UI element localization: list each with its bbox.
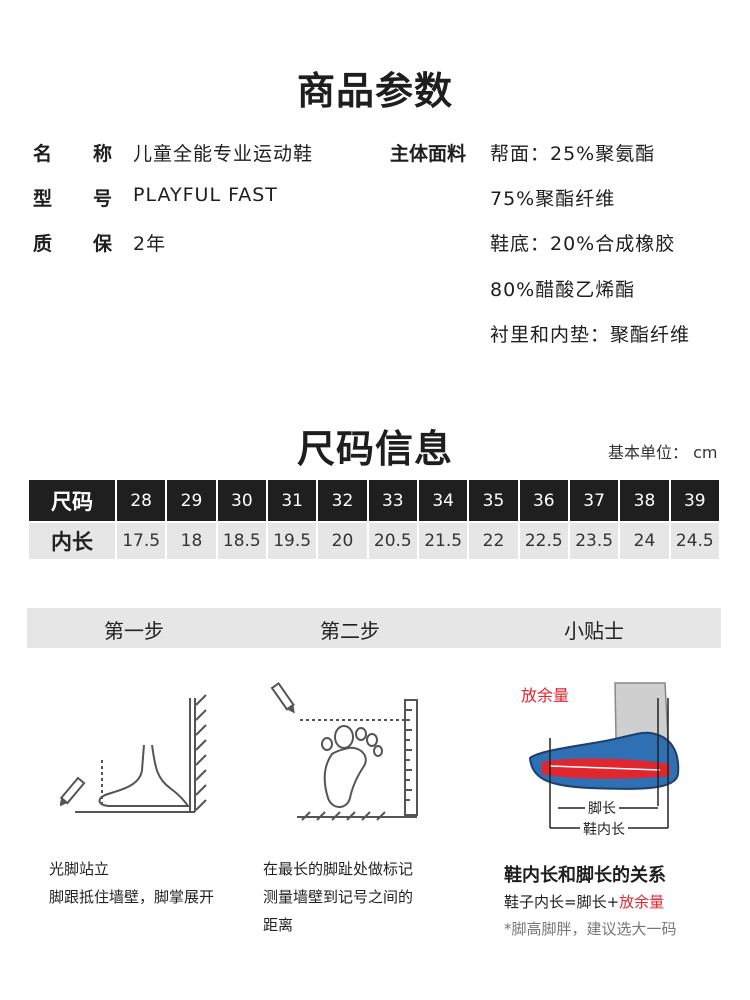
step2-text-2: 测量墙壁到记号之间的	[263, 888, 414, 906]
tip-formula-main: 鞋子内长=脚长+	[504, 893, 620, 911]
length-cell: 24.5	[668, 521, 722, 561]
pencil-icon	[270, 682, 295, 714]
size-cell: 34	[416, 478, 470, 523]
spec-key-a: 质	[33, 233, 53, 255]
spec-material-line: 鞋底：20%合成橡胶	[490, 233, 676, 255]
spec-key-a: 名	[33, 143, 53, 165]
length-cell: 21.5	[416, 521, 470, 561]
shoe-foot-illustration	[528, 682, 680, 829]
step1-text-2: 脚跟抵住墙壁，脚掌展开	[49, 888, 215, 906]
length-cell: 23.5	[567, 521, 621, 561]
footprint-ruler-illustration	[270, 682, 418, 821]
length-cell: 18.5	[215, 521, 268, 561]
size-table: 尺码 28 29 30 31 32 33 34 35 36 37 38 39 内…	[27, 478, 722, 561]
spec-material-key: 主体面料	[390, 143, 467, 165]
length-cell: 18	[165, 521, 218, 561]
step-tab-1: 第一步	[104, 619, 164, 643]
spec-key-a: 型	[33, 188, 53, 210]
size-unit: 基本单位： cm	[608, 443, 718, 462]
tip-formula: 鞋子内长=脚长+放余量	[504, 891, 664, 912]
size-cell: 38	[618, 478, 671, 523]
step2-text-3: 距离	[263, 916, 294, 934]
step1-text-1: 光脚站立	[49, 860, 110, 878]
length-cell: 17.5	[114, 521, 168, 561]
length-cell: 22	[467, 521, 520, 561]
size-cell: 28	[114, 478, 168, 523]
spec-key-b: 保	[93, 233, 113, 255]
length-cell: 19.5	[265, 521, 319, 561]
size-cell: 36	[517, 478, 570, 523]
size-cell: 35	[467, 478, 520, 523]
spec-material-line: 75%聚酯纤维	[490, 188, 616, 210]
size-cell: 33	[366, 478, 419, 523]
pencil-icon	[60, 776, 86, 807]
size-cell: 32	[316, 478, 369, 523]
length-cell: 24	[618, 521, 671, 561]
spec-key-b: 称	[93, 143, 113, 165]
steps-bar: 第一步 第二步 小贴士	[27, 608, 721, 648]
spec-warranty-value: 2年	[133, 233, 167, 255]
length-cell: 20	[316, 521, 369, 561]
tip-title: 鞋内长和脚长的关系	[504, 865, 666, 886]
spec-model-value: PLAYFUL FAST	[133, 184, 278, 206]
step-tab-2: 第二步	[320, 619, 380, 643]
allowance-label: 放余量	[521, 686, 570, 705]
length-row-header: 内长	[27, 521, 117, 561]
foot-against-wall-illustration	[60, 694, 207, 813]
spec-key-b: 号	[93, 188, 113, 210]
step-tab-tip: 小贴士	[564, 619, 624, 643]
size-row: 尺码 28 29 30 31 32 33 34 35 36 37 38 39	[27, 478, 722, 523]
size-row-header: 尺码	[27, 478, 117, 523]
size-cell: 29	[165, 478, 218, 523]
size-title: 尺码信息	[296, 427, 453, 471]
spec-material-line: 80%醋酸乙烯酯	[490, 279, 636, 301]
shoe-inner-length-label: 鞋内长	[580, 819, 628, 839]
size-cell: 31	[265, 478, 319, 523]
length-cell: 20.5	[366, 521, 419, 561]
length-cell: 22.5	[517, 521, 570, 561]
spec-material-line: 衬里和内垫：聚酯纤维	[490, 324, 691, 346]
foot-length-label: 脚长	[585, 798, 619, 818]
tip-formula-allowance: 放余量	[619, 893, 665, 911]
length-row: 内长 17.5 18 18.5 19.5 20 20.5 21.5 22 22.…	[27, 521, 722, 561]
tip-note: *脚高脚胖，建议选大一码	[504, 920, 677, 938]
size-cell: 30	[215, 478, 268, 523]
spec-material-line: 帮面：25%聚氨酯	[490, 143, 656, 165]
params-title: 商品参数	[296, 69, 453, 113]
size-cell: 39	[668, 478, 722, 523]
size-cell: 37	[567, 478, 621, 523]
spec-name-value: 儿童全能专业运动鞋	[133, 143, 314, 165]
step2-text-1: 在最长的脚趾处做标记	[263, 860, 414, 878]
